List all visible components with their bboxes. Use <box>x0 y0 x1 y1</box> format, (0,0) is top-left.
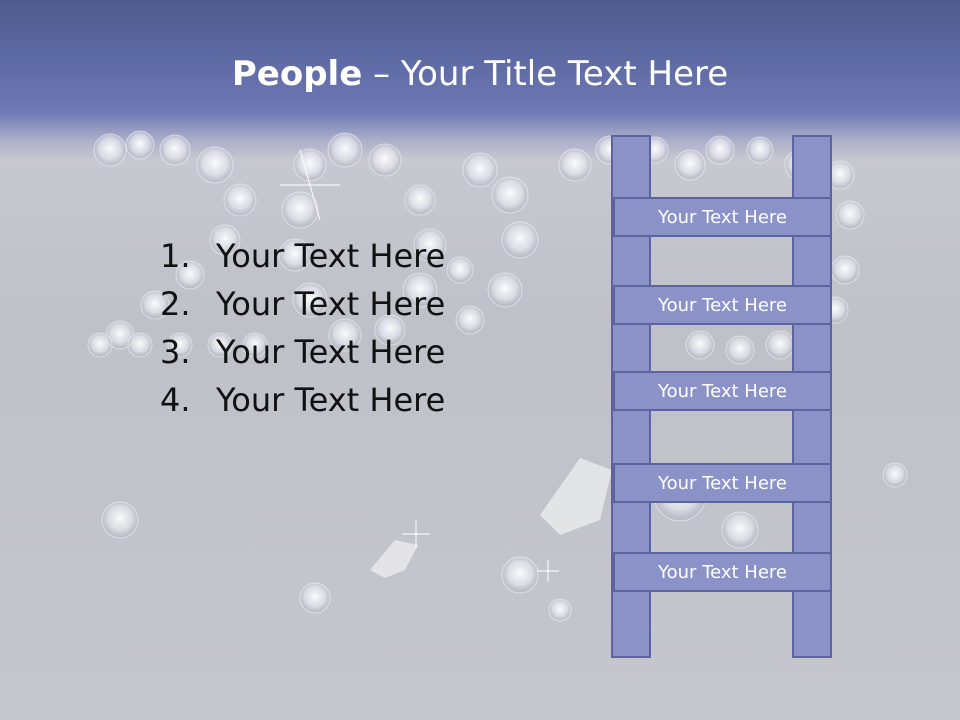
ladder-rung-1: Your Text Here <box>613 197 832 237</box>
list-item-text: Your Text Here <box>216 285 446 323</box>
list-item-number: 1. <box>160 237 191 275</box>
list-item-text: Your Text Here <box>216 333 446 371</box>
list-item-number: 4. <box>160 381 191 419</box>
list-item: 4. Your Text Here <box>160 376 445 424</box>
ladder-rung-2: Your Text Here <box>613 285 832 325</box>
numbered-list: 1. Your Text Here 2. Your Text Here 3. Your… <box>160 232 445 424</box>
list-item: 2. Your Text Here <box>160 280 445 328</box>
list-item: 3. Your Text Here <box>160 328 445 376</box>
page-title: People – Your Title Text Here <box>0 50 960 98</box>
title-rest: – Your Title Text Here <box>362 54 729 94</box>
list-item: 1. Your Text Here <box>160 232 445 280</box>
list-item-number: 2. <box>160 285 191 323</box>
ladder-rung-5: Your Text Here <box>613 552 832 592</box>
title-bold: People <box>231 54 363 94</box>
list-item-number: 3. <box>160 333 191 371</box>
list-item-text: Your Text Here <box>216 237 446 275</box>
ladder-rung-3: Your Text Here <box>613 371 832 411</box>
list-item-text: Your Text Here <box>216 381 446 419</box>
title-banner <box>0 0 960 160</box>
ladder-rung-4: Your Text Here <box>613 463 832 503</box>
